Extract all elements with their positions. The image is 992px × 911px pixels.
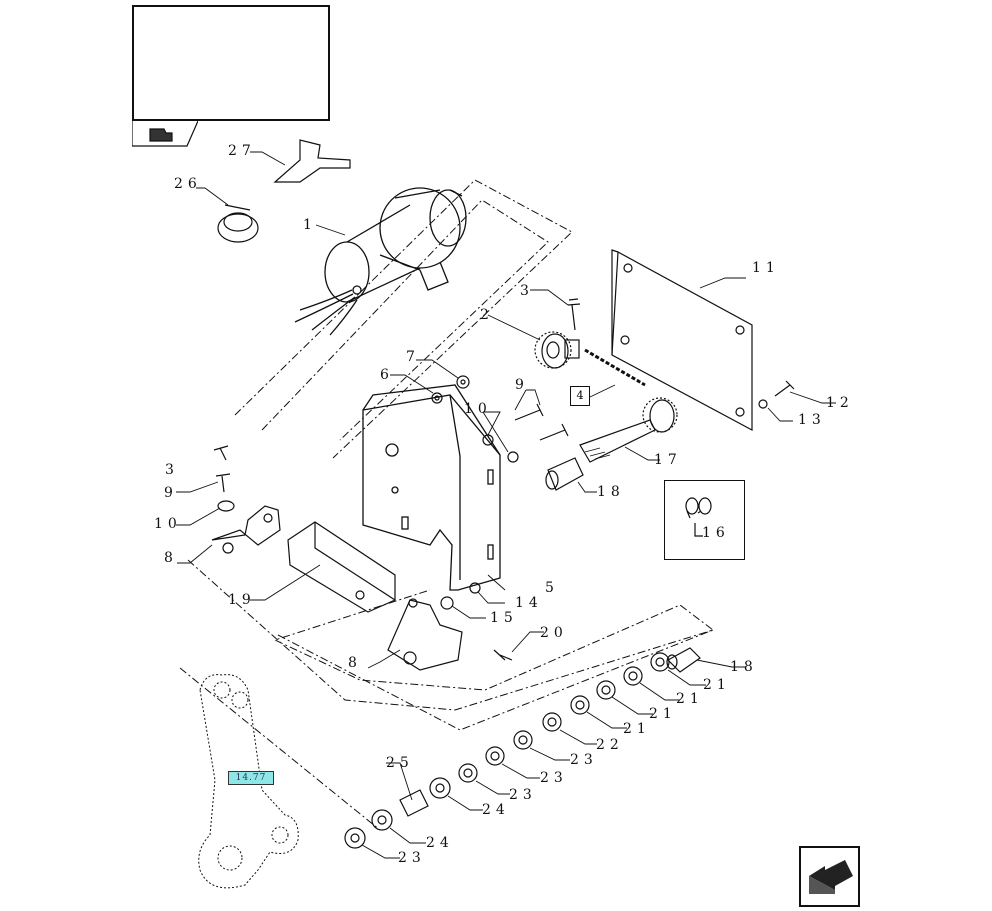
nut-23b <box>485 746 505 766</box>
part-label-17: 17 <box>654 452 682 468</box>
part-label-7: 7 <box>406 349 420 365</box>
sprocket-gear-17 <box>642 397 678 433</box>
part-label-10: 10 <box>464 401 492 417</box>
shaft-17 <box>579 419 656 463</box>
part-label-10: 10 <box>154 516 182 532</box>
washer-22 <box>542 712 562 732</box>
nut-7 <box>456 375 470 389</box>
part-label-12: 12 <box>826 395 854 411</box>
screw-9-left <box>215 473 231 493</box>
bar-19 <box>287 521 396 613</box>
hose-clamp-26 <box>217 204 259 243</box>
washer-21a <box>650 652 670 672</box>
part-label-18: 18 <box>597 484 625 500</box>
washer-21d <box>570 695 590 715</box>
washer-13 <box>758 399 768 409</box>
chain-link-icon <box>685 497 712 537</box>
part-label-27: 27 <box>228 143 256 159</box>
motor-part <box>294 187 467 336</box>
part-label-26: 26 <box>174 176 202 192</box>
part-label-8: 8 <box>164 550 178 566</box>
part-label-23: 23 <box>540 770 568 786</box>
pin-25 <box>399 789 429 817</box>
bracket-27 <box>273 139 351 183</box>
part-label-23: 23 <box>509 787 537 803</box>
bolt-20 <box>493 649 513 661</box>
washer-21b <box>623 666 643 686</box>
part-label-9: 9 <box>164 485 178 501</box>
part-label-3: 3 <box>165 462 179 478</box>
washer-14 <box>469 582 481 594</box>
nut-23d <box>344 827 366 849</box>
lever-arm-reference <box>198 674 299 889</box>
cross-reference-link[interactable]: 14.77 <box>228 771 274 785</box>
part-label-18: 18 <box>730 659 758 675</box>
nut-23a <box>513 730 533 750</box>
chain <box>584 348 646 387</box>
part-label-21: 21 <box>676 691 704 707</box>
overview-thumbnail-frame[interactable] <box>132 5 330 121</box>
bushing-18-lower <box>666 647 701 673</box>
screw-3-left <box>213 445 229 461</box>
washer-6 <box>431 392 443 404</box>
next-page-arrow-icon <box>809 860 853 894</box>
washer-10-left <box>217 500 235 512</box>
part-label-11: 11 <box>752 260 780 276</box>
part-label-13: 13 <box>798 412 826 428</box>
part-label-23: 23 <box>398 850 426 866</box>
nut-23c <box>458 763 478 783</box>
part-label-6: 6 <box>380 367 394 383</box>
washer-21c <box>596 680 616 700</box>
part-label-2: 2 <box>480 307 494 323</box>
sprocket-gear-2 <box>534 331 580 369</box>
part-label-1: 1 <box>303 217 317 233</box>
part-label-21: 21 <box>623 721 651 737</box>
reference-box-4[interactable]: 4 <box>570 386 590 406</box>
bracket-plate <box>362 384 501 591</box>
part-label-19: 19 <box>228 592 256 608</box>
part-label-8: 8 <box>348 655 362 671</box>
part-label-20: 20 <box>540 625 568 641</box>
part-label-21: 21 <box>649 706 677 722</box>
next-page-button[interactable] <box>799 846 860 907</box>
part-label-22: 22 <box>596 737 624 753</box>
bushing-18 <box>545 457 584 491</box>
part-label-16: 16 <box>702 525 730 541</box>
part-label-24: 24 <box>482 802 510 818</box>
chain-link-inset <box>664 480 745 560</box>
part-label-25: 25 <box>386 755 414 771</box>
screw-12 <box>774 380 795 397</box>
part-label-14: 14 <box>515 595 543 611</box>
screw-9a <box>514 403 544 421</box>
part-label-9: 9 <box>515 377 529 393</box>
part-label-3: 3 <box>520 283 534 299</box>
folder-tab-icon[interactable] <box>132 121 198 147</box>
bracket-8-upper <box>211 505 281 554</box>
washer-10b <box>507 451 519 463</box>
bracket-8-lower <box>387 598 463 671</box>
mounting-plate <box>611 249 753 432</box>
part-label-5: 5 <box>545 580 559 596</box>
part-label-23: 23 <box>570 752 598 768</box>
leader-lines <box>176 151 836 859</box>
screw-9b <box>539 423 569 441</box>
nut-24b <box>371 809 393 831</box>
nut-24a <box>429 777 451 799</box>
screw-3-top <box>567 298 581 331</box>
part-label-21: 21 <box>703 677 731 693</box>
part-label-15: 15 <box>490 610 518 626</box>
part-label-24: 24 <box>426 835 454 851</box>
nut-15 <box>440 596 454 610</box>
